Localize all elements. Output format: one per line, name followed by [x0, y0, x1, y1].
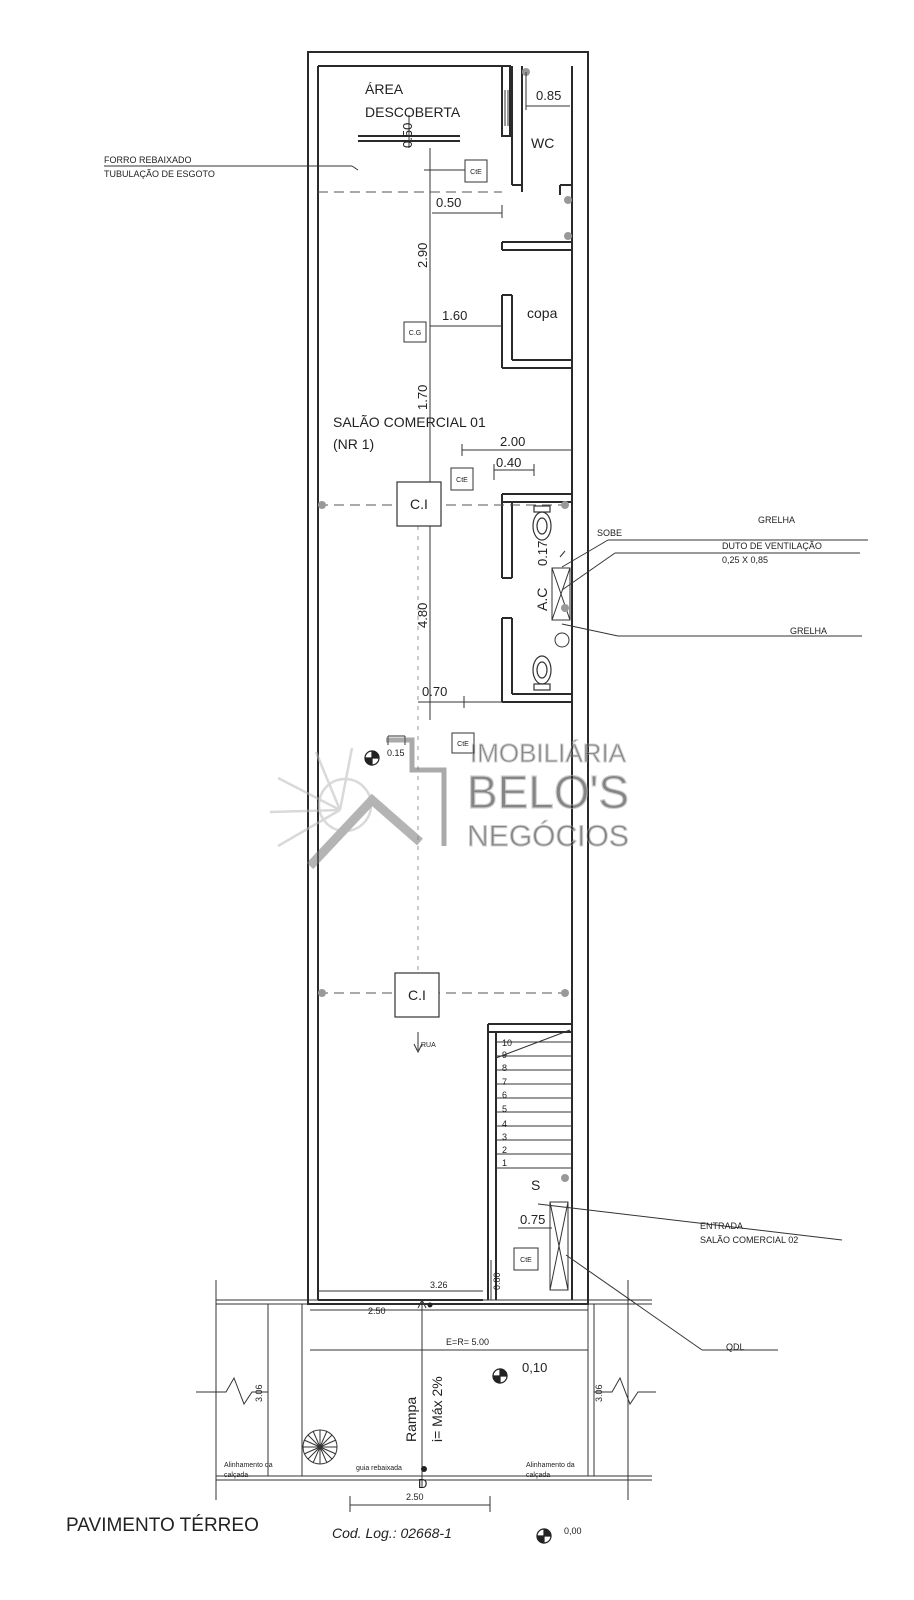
dimension-label: 0.70: [422, 684, 447, 699]
svg-text:BELO'S: BELO'S: [467, 766, 629, 818]
svg-text:10: 10: [502, 1038, 512, 1048]
note-duto: DUTO DE VENTILAÇÃO: [722, 541, 822, 551]
dimension-label: 3.26: [430, 1280, 448, 1290]
note-forro: FORRO REBAIXADO: [104, 155, 192, 165]
svg-text:CtE: CtE: [456, 477, 468, 484]
room-label-salao: SALÃO COMERCIAL 01: [333, 414, 486, 430]
note-guia: guia rebaixada: [356, 1465, 402, 1472]
dimension-label: 0.15: [387, 748, 405, 758]
level-marker-icon: [364, 750, 380, 766]
note-rampa: i= Máx 2%: [429, 1376, 445, 1442]
note-qdl: QDL: [726, 1342, 745, 1352]
svg-text:C.G: C.G: [409, 330, 421, 337]
dimension-label: 0,00: [564, 1526, 582, 1536]
stair-numbers: 1 2 3 4 5 6 7 8 9 10: [502, 1038, 512, 1168]
column-markers: [318, 68, 572, 1182]
symbol-ci: C.I: [394, 972, 440, 1018]
svg-text:CtE: CtE: [457, 741, 469, 748]
cod-log: Cod. Log.: 02668-1: [332, 1525, 452, 1541]
dimension-label: 0.50: [436, 195, 461, 210]
sink-icon: [554, 632, 570, 648]
note-alinhamento: Alinhamento da: [224, 1462, 273, 1469]
symbol-cte: CtE: [451, 732, 475, 754]
svg-text:8: 8: [502, 1063, 507, 1073]
sidewalk: [196, 1032, 656, 1512]
qdl-panel: [549, 1201, 569, 1291]
room-label-wc: WC: [531, 135, 554, 151]
note-entrada: ENTRADA: [700, 1221, 743, 1231]
dimension-label: 4.80: [415, 603, 430, 628]
note-grelha: GRELHA: [758, 515, 795, 525]
room-label-area: DESCOBERTA: [365, 104, 461, 120]
dimension-label: 1.70: [415, 385, 430, 410]
note-er: E=R= 5.00: [446, 1337, 489, 1347]
point-marker: [421, 1302, 433, 1472]
walls: [307, 51, 589, 1305]
svg-text:IMOBILIÁRIA: IMOBILIÁRIA: [470, 738, 627, 768]
svg-text:4: 4: [502, 1119, 507, 1129]
svg-text:1: 1: [502, 1158, 507, 1168]
dimension-label: 0,10: [522, 1360, 547, 1375]
window: [504, 90, 509, 126]
svg-text:C.I: C.I: [410, 496, 428, 512]
symbol-cte: CtE: [450, 467, 474, 491]
svg-text:9: 9: [502, 1050, 507, 1060]
room-label-salao: (NR 1): [333, 436, 374, 452]
note-alinhamento: Alinhamento da: [526, 1462, 575, 1469]
leader-lines: [104, 165, 868, 1351]
dimension-label: 0.50: [400, 123, 415, 148]
duct: [551, 567, 571, 621]
dimension-label: 0.85: [536, 88, 561, 103]
room-label-copa: copa: [527, 305, 558, 321]
level-marker-icon: [536, 1528, 552, 1544]
note-alinhamento: calçada: [526, 1472, 550, 1479]
dimension-label: 0.17: [535, 541, 550, 566]
dimension-label: 2.90: [415, 243, 430, 268]
dashed-lines: [318, 191, 565, 994]
symbol-cte: CtE: [464, 159, 488, 183]
page-title: PAVIMENTO TÉRREO: [66, 1515, 259, 1536]
dimension-label: 2.00: [500, 434, 525, 449]
svg-text:5: 5: [502, 1104, 507, 1114]
dimension-label: 0.40: [496, 455, 521, 470]
dimension-label: 2.50: [368, 1306, 386, 1316]
room-label-ac: A.C: [534, 588, 550, 611]
room-label-area: ÁREA: [365, 81, 404, 97]
dimension-label: 2.50: [406, 1492, 424, 1502]
toilet-icon: [532, 655, 552, 691]
note-grelha: GRELHA: [790, 626, 827, 636]
symbol-ci: C.I: [396, 481, 442, 527]
dimension-label: 3.06: [254, 1384, 264, 1402]
svg-text:NEGÓCIOS: NEGÓCIOS: [467, 820, 629, 853]
svg-text:6: 6: [502, 1090, 507, 1100]
stair-label-d: D: [418, 1476, 427, 1491]
svg-text:CtE: CtE: [520, 1257, 532, 1264]
dimension-label: 3.06: [594, 1384, 604, 1402]
toilet-icon: [532, 505, 552, 541]
symbol-cte: CtE: [513, 1247, 539, 1271]
svg-text:C.I: C.I: [408, 987, 426, 1003]
svg-text:3: 3: [502, 1132, 507, 1142]
note-duto: 0,25 X 0,85: [722, 555, 768, 565]
level-marker-icon: [492, 1368, 508, 1384]
dimension-label: 0.75: [520, 1212, 545, 1227]
note-alinhamento: calçada: [224, 1472, 248, 1479]
note-rua: RUA: [421, 1042, 436, 1049]
note-forro: TUBULAÇÃO DE ESGOTO: [104, 169, 215, 179]
dimension-label: 0.80: [492, 1272, 502, 1290]
tree-icon: [302, 1429, 338, 1465]
svg-text:7: 7: [502, 1077, 507, 1087]
note-sobe: SOBE: [597, 528, 622, 538]
dimension-lines: [318, 72, 572, 1300]
stair-steps: [495, 1029, 572, 1169]
stair-label-s: S: [531, 1177, 540, 1193]
svg-text:CtE: CtE: [470, 169, 482, 176]
note-entrada: SALÃO COMERCIAL 02: [700, 1235, 798, 1245]
symbol-cg: C.G: [403, 321, 427, 343]
watermark-logo: IMOBILIÁRIA BELO'S NEGÓCIOS: [269, 737, 630, 870]
note-rampa: Rampa: [403, 1397, 419, 1442]
svg-text:2: 2: [502, 1145, 507, 1155]
dimension-label: 1.60: [442, 308, 467, 323]
